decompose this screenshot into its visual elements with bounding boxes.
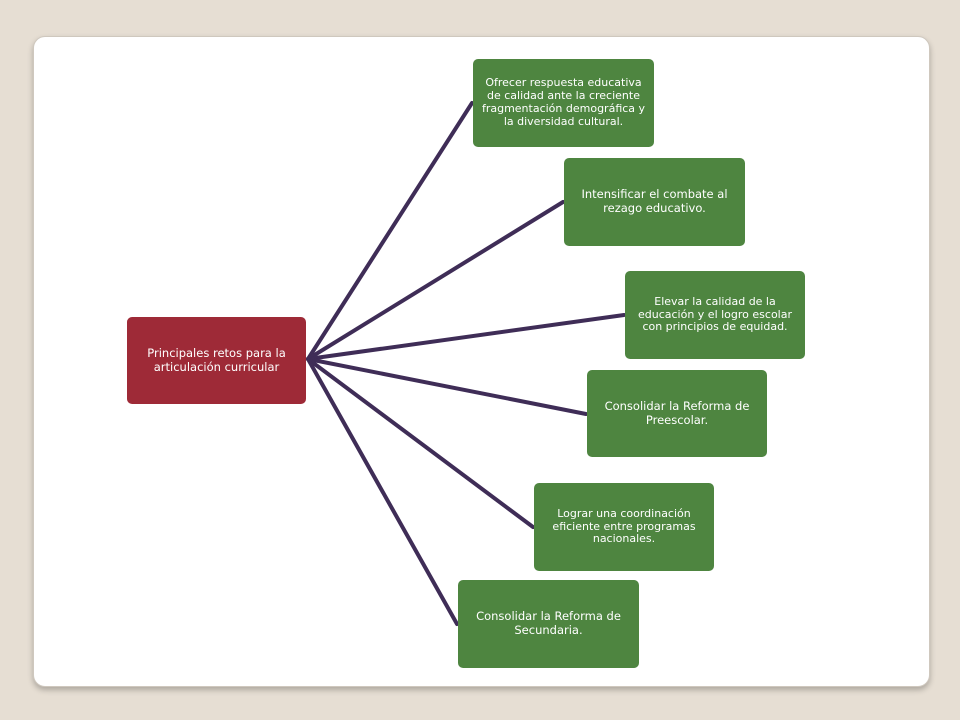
branch-box-3: Elevar la calidad de la educación y el l…	[625, 271, 805, 359]
branch-label-4: Consolidar la Reforma de Preescolar.	[604, 398, 750, 427]
branch-box-2: Intensificar el combate al rezago educat…	[564, 158, 745, 246]
branch-label-2: Intensificar el combate al rezago educat…	[581, 187, 728, 215]
branch-label-1: Ofrecer respuesta educativa de calidad a…	[481, 76, 646, 128]
branch-box-6: Consolidar la Reforma de Secundaria.	[458, 580, 639, 668]
connector-line-1	[306, 101, 474, 361]
branch-label-3: Elevar la calidad de la educación y el l…	[637, 294, 792, 334]
connector-line-3	[306, 313, 626, 361]
connector-line-2	[306, 200, 565, 361]
branch-box-4: Consolidar la Reforma de Preescolar.	[587, 370, 767, 457]
branch-label-6: Consolidar la Reforma de Secundaria.	[476, 609, 621, 637]
branch-label-5: Lograr una coordinación eficiente entre …	[552, 506, 696, 546]
central-topic-label: Principales retos para la articulación c…	[147, 345, 286, 374]
connector-line-6	[306, 357, 459, 626]
central-topic-box: Principales retos para la articulación c…	[127, 317, 306, 404]
connector-line-5	[306, 357, 535, 529]
connector-line-4	[306, 357, 588, 416]
branch-box-5: Lograr una coordinación eficiente entre …	[534, 483, 714, 571]
branch-box-1: Ofrecer respuesta educativa de calidad a…	[473, 59, 654, 147]
